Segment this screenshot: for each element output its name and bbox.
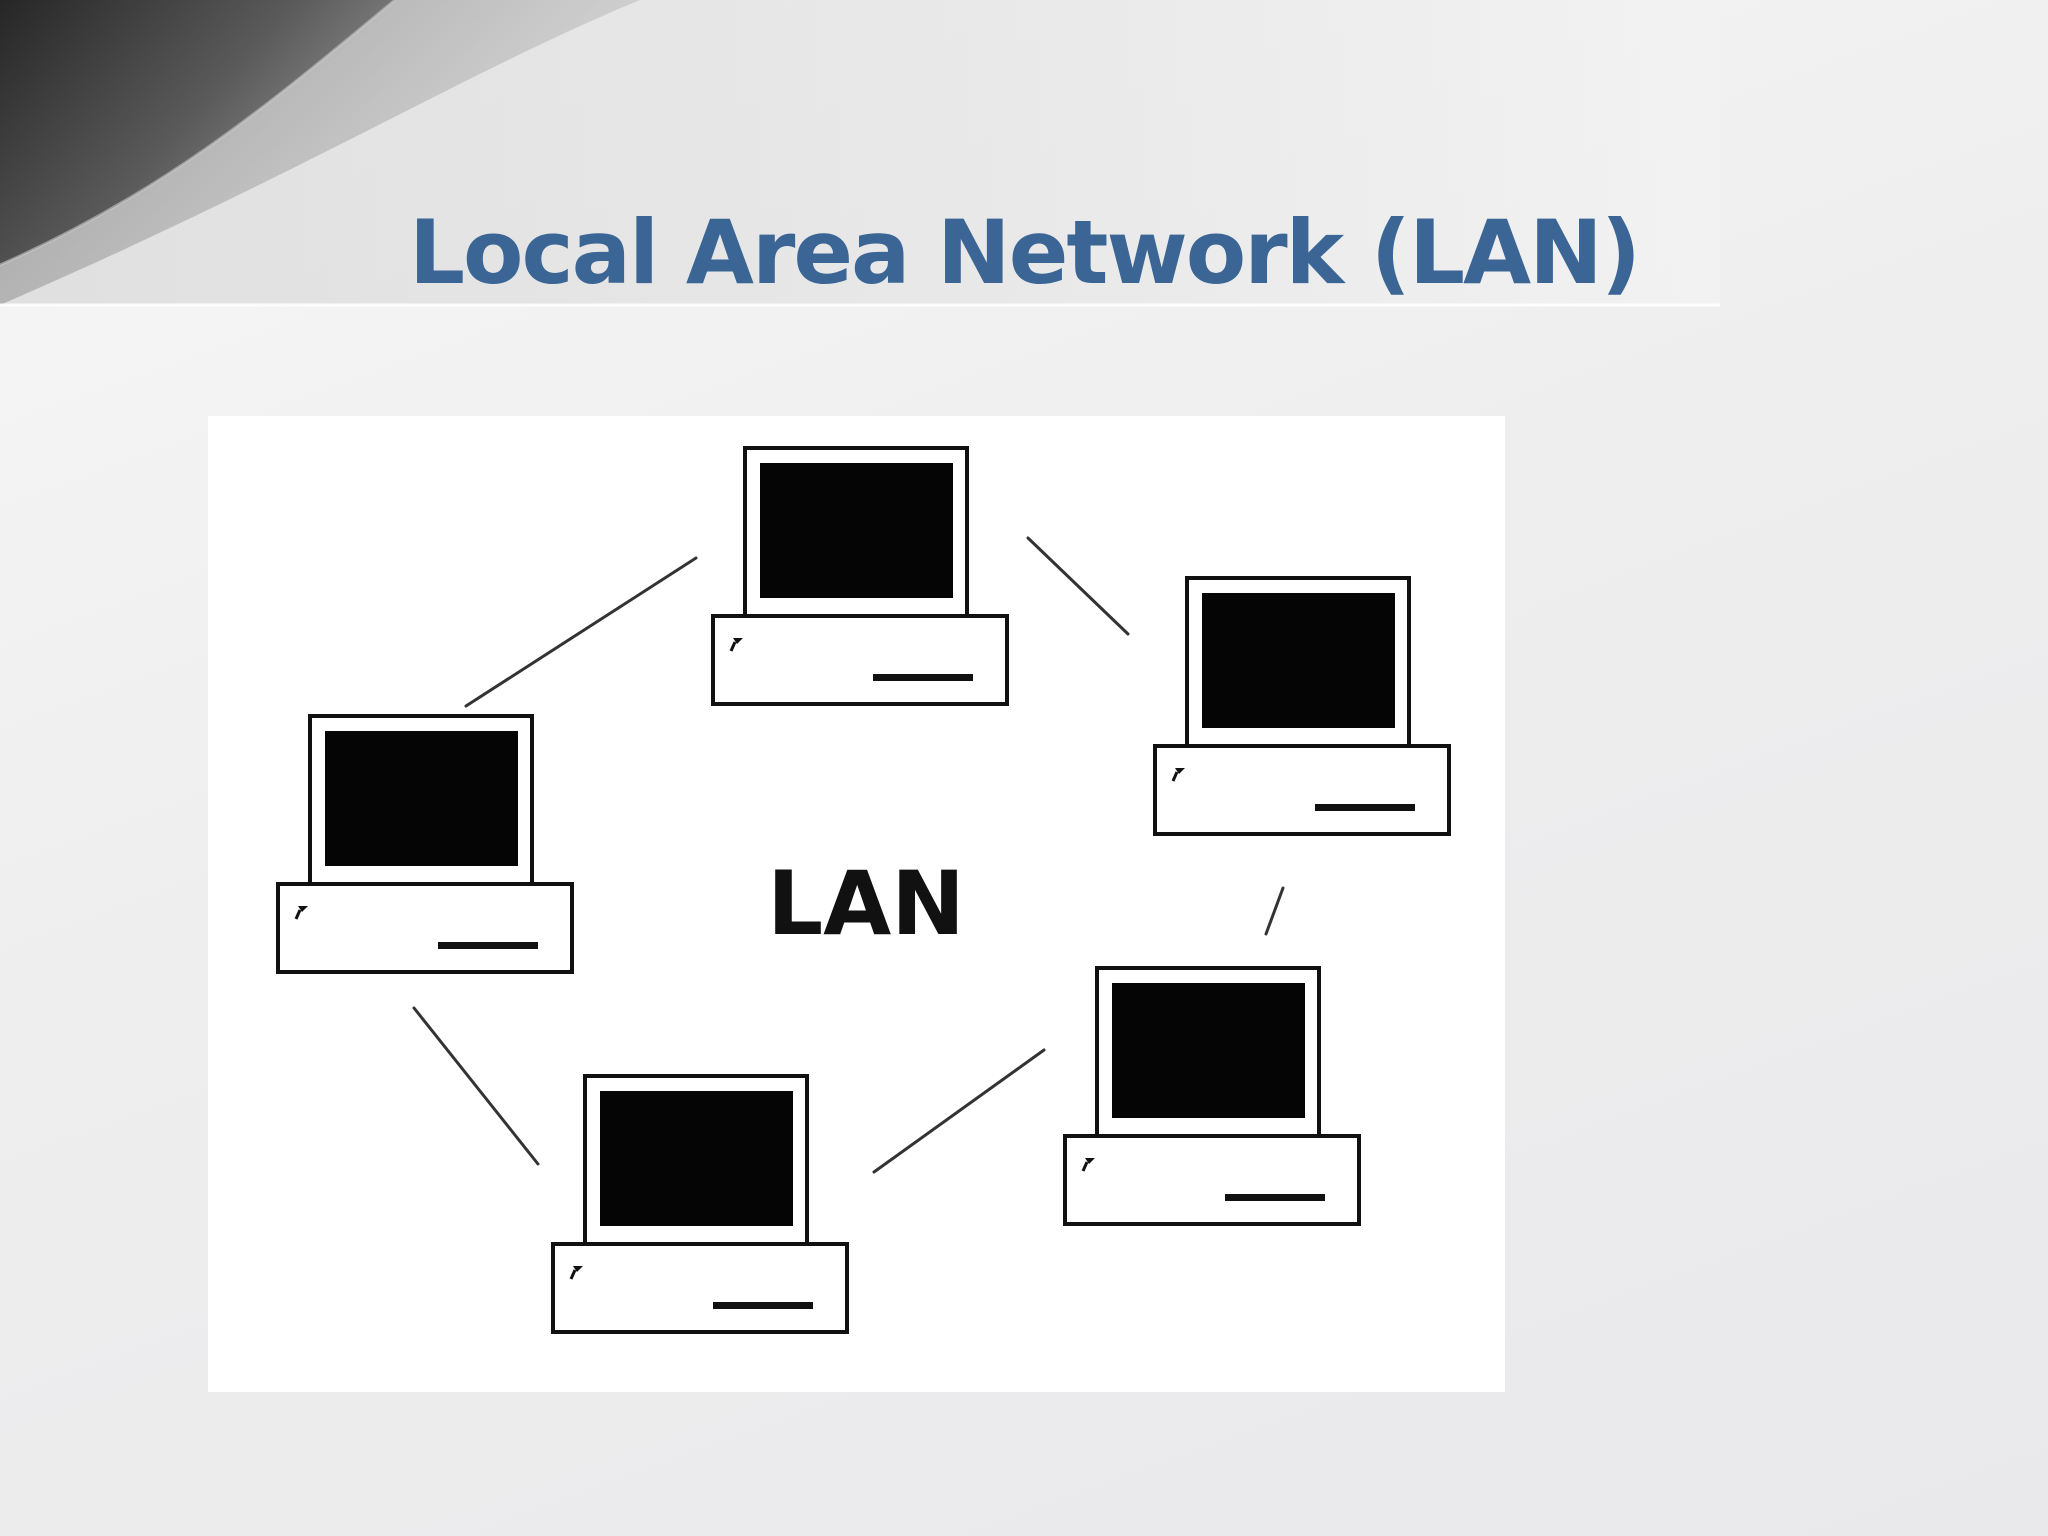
link-bottom-right-bottom-left [872,1048,1046,1174]
computer-left [276,714,574,974]
network-links [412,536,1285,1174]
link-right-bottom-right [1264,886,1285,936]
slide-title: Local Area Network (LAN) [408,201,1641,304]
lan-diagram-panel: LAN [208,416,1505,1392]
computer-right [1153,576,1451,836]
link-left-top [464,556,698,708]
lan-diagram: LAN [276,446,1451,1334]
computer-top [711,446,1009,706]
link-top-right [1026,536,1130,636]
link-bottom-left-left [412,1006,540,1166]
computer-bottom-left [551,1074,849,1334]
computer-bottom-right [1063,966,1361,1226]
lan-label: LAN [767,852,965,955]
